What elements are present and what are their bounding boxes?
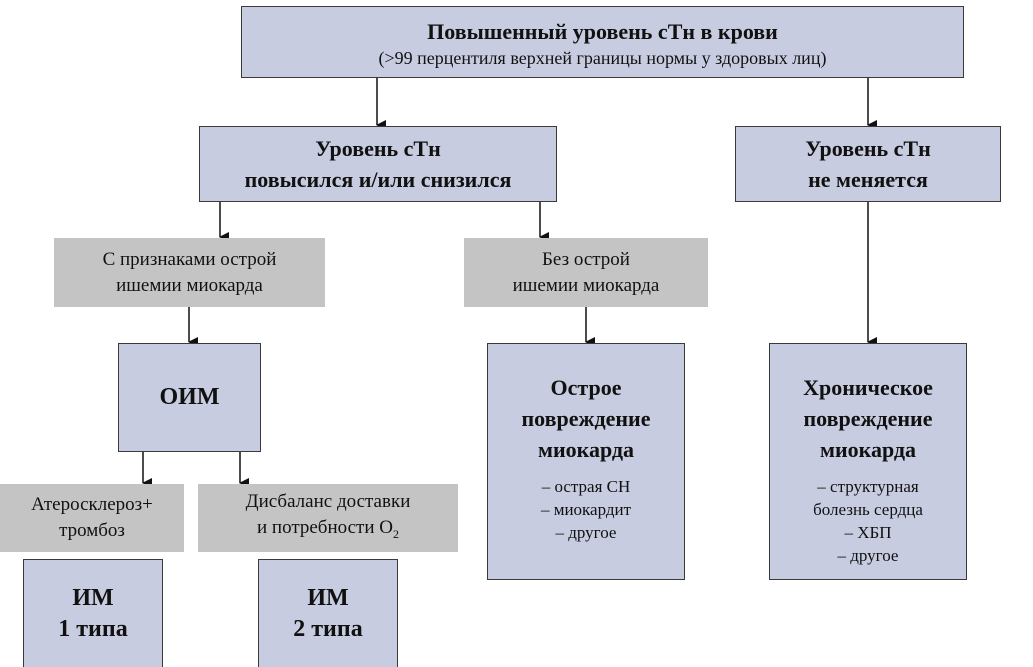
no-ischemia-box: Без острой ишемии миокарда [464, 238, 708, 307]
elevated-ctn-box: Повышенный уровень сТн в крови (>99 перц… [241, 6, 964, 78]
chronic-injury-line2: повреждение [803, 406, 933, 431]
ami-box: ОИМ [118, 343, 261, 452]
acute-injury-item: – другое [555, 523, 617, 542]
ami-label: ОИМ [159, 384, 220, 410]
chronic-injury-line1: Хроническое [803, 375, 933, 400]
chronic-injury-items: – структурная болезнь сердца – ХБП – дру… [813, 475, 923, 567]
ctn-changing-line1: Уровень сТн [315, 136, 441, 161]
mi-type1-box: ИМ 1 типа [23, 559, 163, 667]
no-ischemia-line2: ишемии миокарда [512, 274, 660, 296]
acute-injury-line3: миокарда [537, 437, 635, 462]
atherosclerosis-box: Атеросклероз+ тромбоз [0, 484, 184, 552]
chronic-injury-line3: миокарда [819, 437, 917, 462]
chronic-injury-item: болезнь сердца [813, 500, 923, 519]
elevated-ctn-title: Повышенный уровень сТн в крови [427, 18, 778, 44]
mi-type2-box: ИМ 2 типа [258, 559, 398, 667]
imbalance-line2-text: и потребности O [257, 517, 393, 539]
ctn-stable-line1: Уровень сТн [805, 136, 931, 161]
atherosclerosis-line2: тромбоз [59, 520, 125, 541]
acute-injury-items: – острая СН – миокардит – другое [541, 475, 631, 544]
mi-type1-line1: ИМ [72, 584, 114, 611]
ctn-changing-line2: повысился и/или снизился [244, 167, 512, 192]
mi-type2-line1: ИМ [307, 584, 349, 611]
imbalance-line1: Дисбаланс доставки [245, 491, 411, 513]
acute-ischemia-line2: ишемии миокарда [116, 274, 263, 296]
acute-injury-item: – миокардит [540, 500, 632, 519]
chronic-injury-item: – ХБП [844, 523, 892, 542]
acute-injury-item: – острая СН [541, 477, 631, 496]
atherosclerosis-line1: Атеросклероз+ [31, 494, 153, 515]
mi-type1-line2: 1 типа [58, 615, 128, 642]
acute-injury-box: Острое повреждение миокарда – острая СН … [487, 343, 685, 580]
mi-type2-line2: 2 типа [293, 615, 363, 642]
chronic-injury-item: – структурная [817, 477, 919, 496]
no-ischemia-line1: Без острой [542, 248, 630, 270]
acute-ischemia-box: С признаками острой ишемии миокарда [54, 238, 325, 307]
acute-injury-line1: Острое [550, 375, 622, 400]
acute-ischemia-line1: С признаками острой [102, 248, 277, 270]
elevated-ctn-subtitle: (>99 перцентиля верхней границы нормы у … [378, 47, 827, 68]
chronic-injury-box: Хроническое повреждение миокарда – струк… [769, 343, 967, 580]
ctn-stable-box: Уровень сТн не меняется [735, 126, 1001, 202]
ctn-changing-box: Уровень сТн повысился и/или снизился [199, 126, 557, 202]
oxygen-subscript: 2 [393, 526, 399, 541]
chronic-injury-item: – другое [837, 546, 899, 565]
ctn-stable-line2: не меняется [808, 167, 928, 192]
imbalance-line2: и потребности O2 [257, 515, 399, 547]
acute-injury-line2: повреждение [521, 406, 651, 431]
supply-demand-imbalance-box: Дисбаланс доставки и потребности O2 [198, 484, 458, 552]
